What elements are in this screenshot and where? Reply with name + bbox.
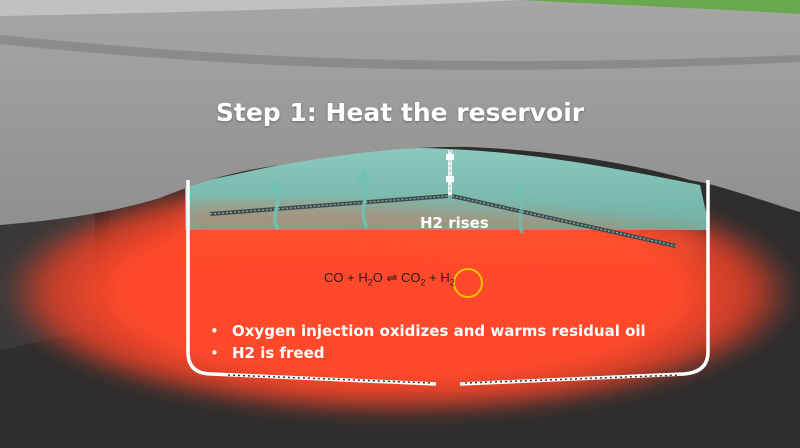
equation-h2-symbol: H	[440, 270, 450, 285]
gas-oil-transition	[185, 203, 700, 260]
equation-plus: +	[429, 270, 437, 285]
well-perforation-left	[227, 374, 431, 384]
surface-grass	[520, 0, 800, 14]
equation-co: CO	[324, 270, 344, 285]
bullet-item: Oxygen injection oxidizes and warms resi…	[210, 320, 646, 342]
equation-sub: 2	[367, 277, 373, 288]
upward-arrow-icon	[511, 182, 526, 234]
equation-arrow: ⇌	[386, 270, 398, 285]
rock-stratum-line	[0, 35, 800, 70]
equation-h: H	[358, 270, 368, 285]
well-right-leg	[459, 180, 710, 386]
horizontal-well-left	[209, 194, 449, 216]
injection-well-icon	[446, 150, 454, 195]
h2-highlight-circle	[453, 268, 483, 298]
bullet-list: Oxygen injection oxidizes and warms resi…	[210, 320, 646, 364]
reaction-equation: CO + H2O ⇌ CO2 + H2	[324, 270, 455, 288]
horizontal-well-right	[451, 194, 677, 248]
well-left-leg	[186, 180, 437, 386]
upward-arrow-icon	[268, 180, 283, 230]
equation-sub: 2	[449, 277, 455, 288]
equation-co2: CO	[401, 270, 421, 285]
well-perforation-right	[464, 374, 681, 384]
equation-plus: +	[347, 270, 355, 285]
equation-sub: 2	[420, 277, 426, 288]
bullet-item: H2 is freed	[210, 342, 646, 364]
equation-o: O	[372, 270, 383, 285]
h2-rises-label: H2 rises	[420, 214, 489, 232]
equation-h2: H2	[440, 270, 454, 288]
surface-layer	[0, 0, 520, 16]
page-title: Step 1: Heat the reservoir	[215, 98, 585, 127]
upward-arrow-icon	[356, 170, 371, 228]
